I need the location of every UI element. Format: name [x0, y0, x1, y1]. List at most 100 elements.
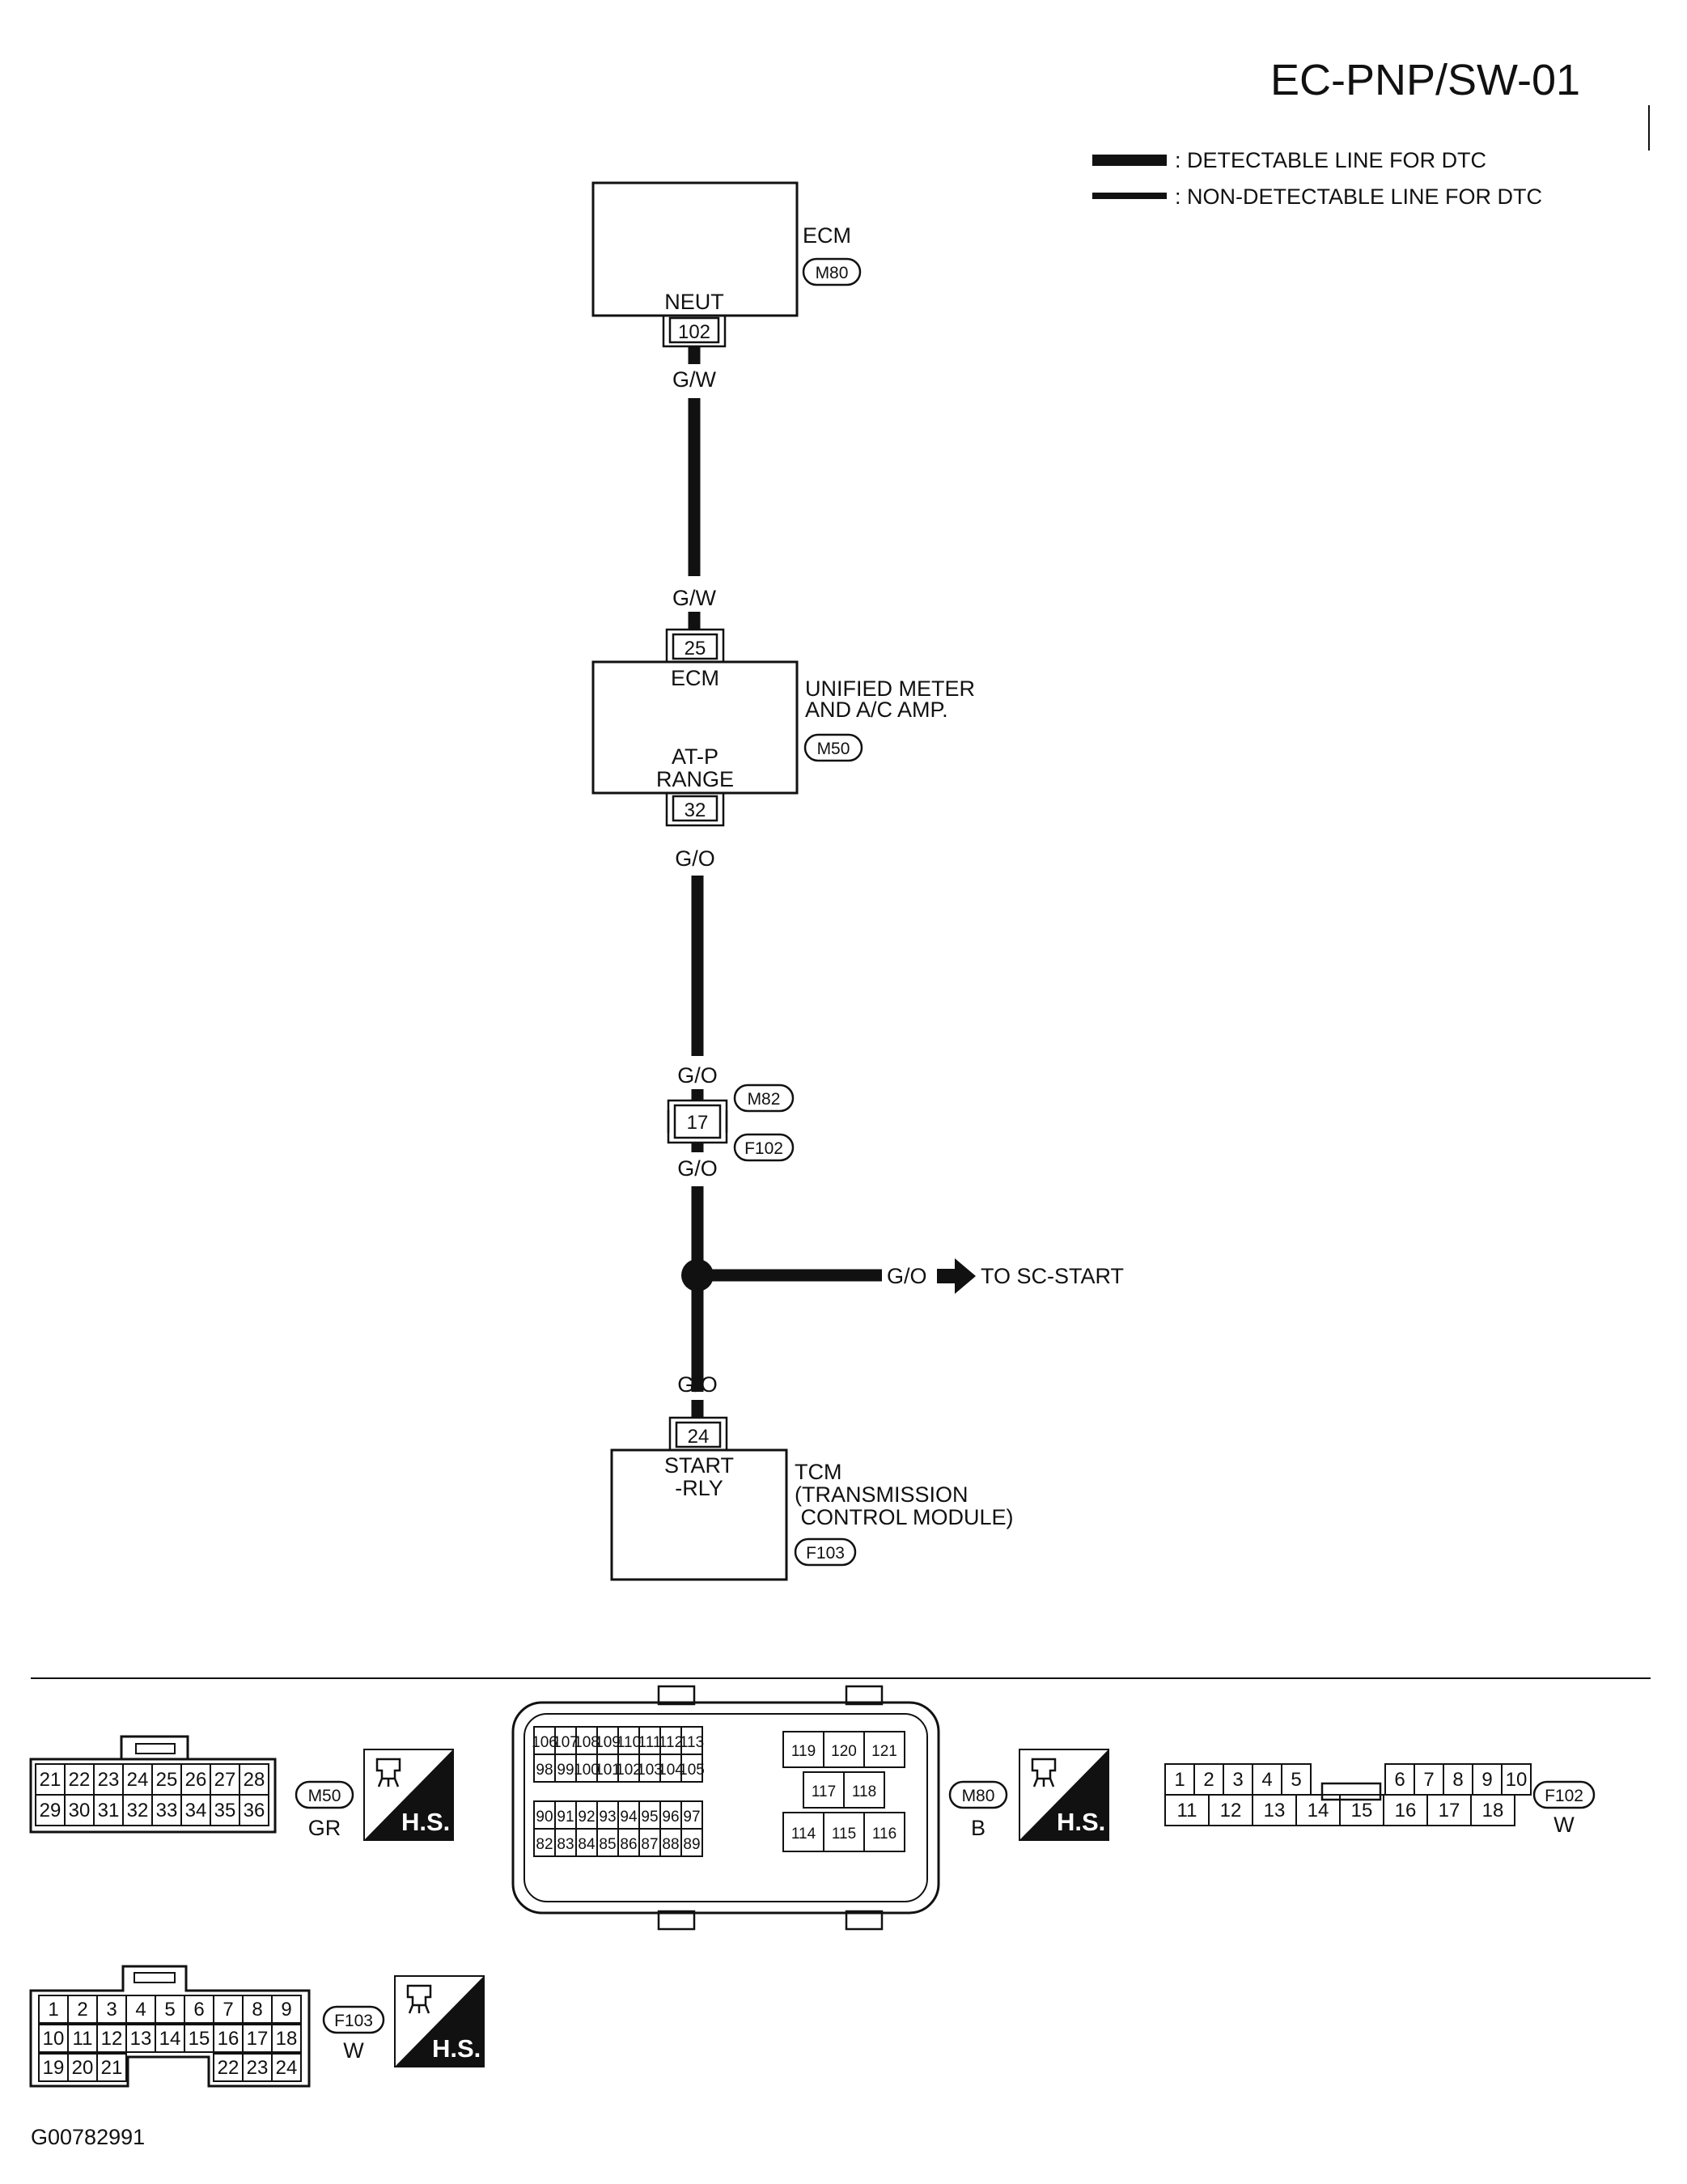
- tcm-pin-24: 24: [688, 1426, 710, 1448]
- m50-pin-29: 29: [40, 1800, 61, 1821]
- f103-pin-12: 12: [101, 2028, 123, 2050]
- wire2-color-bottom: G/O: [677, 1063, 718, 1088]
- m80-pin-116-cell: [863, 1812, 905, 1852]
- m80-latch-top-left: [657, 1685, 696, 1706]
- f102-pin-3: 3: [1232, 1769, 1243, 1791]
- m80-id: M80: [962, 1787, 995, 1805]
- f103-pin-21-cell: [96, 2053, 127, 2082]
- ecm-label: ECM: [803, 223, 851, 248]
- f103-pin-24-cell: [271, 2053, 302, 2082]
- f102-pin-1: 1: [1174, 1769, 1185, 1791]
- joint-connector-badge-bottom: [733, 1133, 795, 1162]
- f102-pin-7: 7: [1423, 1769, 1434, 1791]
- m50-pin-23: 23: [98, 1769, 120, 1791]
- f103-pin-3: 3: [106, 1999, 117, 2021]
- meter-box: [591, 660, 799, 795]
- tcm-terminal-label-2: -RLY: [675, 1476, 723, 1500]
- ecm-pin-box: [668, 316, 720, 344]
- wire4-color: G/O: [677, 1372, 718, 1397]
- f103-pin-14: 14: [159, 2028, 181, 2050]
- f103-pin-1: 1: [48, 1999, 58, 2021]
- f102-color: W: [1553, 1813, 1575, 1837]
- ecm-component: ECM M80 NEUT 102: [591, 181, 862, 348]
- m50-hs-label: H.S.: [401, 1808, 450, 1836]
- f103-pin-16: 16: [218, 2028, 239, 2050]
- m50-housing: [29, 1758, 277, 1834]
- m80-latch-top-right: [845, 1685, 884, 1706]
- m80-pin-90: 90: [536, 1809, 553, 1826]
- f103-pin-2: 2: [77, 1999, 87, 2021]
- f103-pin-19: 19: [43, 2057, 65, 2079]
- meter-connector-badge: [803, 733, 863, 762]
- m80-housing-outer: [511, 1701, 940, 1915]
- meter-bottom-terminal-label-2: RANGE: [656, 767, 734, 791]
- m80-pin-96: 96: [662, 1809, 679, 1826]
- f103-pin-22: 22: [218, 2057, 239, 2079]
- m80-pin-100: 100: [574, 1762, 600, 1779]
- tcm-terminal-label-1: START: [664, 1453, 734, 1478]
- f103-id-badge: [322, 2005, 385, 2034]
- f103-hs-icon: H.S.: [394, 1975, 485, 2067]
- meter-pin-32: 32: [685, 799, 706, 821]
- f103-pin-18-cell: [271, 2024, 302, 2053]
- m80-pin-103: 103: [637, 1762, 663, 1779]
- m50-pin-26: 26: [185, 1769, 207, 1791]
- f103-pin-5: 5: [164, 1999, 175, 2021]
- m80-pin-83: 83: [557, 1836, 574, 1853]
- m80-pin-108: 108: [574, 1734, 600, 1751]
- m80-pin-113: 113: [680, 1734, 704, 1751]
- m80-pin-118: 118: [852, 1783, 876, 1800]
- m80-pin-107: 107: [553, 1734, 579, 1751]
- m80-pin-121-cell: [863, 1731, 905, 1768]
- f103-pin-18: 18: [276, 2028, 298, 2050]
- m80-pin-93: 93: [599, 1809, 616, 1826]
- f103-latch-slot: [134, 1972, 176, 1983]
- page-title: EC-PNP/SW-01: [1270, 56, 1580, 104]
- m80-color: B: [971, 1816, 985, 1840]
- unified-meter-component: 25 ECM AT-P RANGE UNIFIED METER AND A/C …: [591, 628, 975, 827]
- non-detectable-line-swatch: [1092, 193, 1167, 199]
- tcm-component: 24 START -RLY TCM (TRANSMISSION CONTROL …: [610, 1416, 1014, 1581]
- f103-housing: [29, 1965, 311, 2088]
- ecm-box: [591, 181, 799, 317]
- figure-code: G00782991: [31, 2125, 145, 2149]
- joint-connector: 17 M82 F102: [667, 1084, 795, 1162]
- f102-pin-17: 17: [1439, 1800, 1460, 1821]
- f103-pin-8: 8: [252, 1999, 262, 2021]
- wire1-color-bottom: G/W: [672, 586, 717, 610]
- branch-target-label: TO SC-START: [981, 1264, 1124, 1288]
- m80-pin-116: 116: [872, 1826, 896, 1843]
- m50-pin-33: 33: [156, 1800, 178, 1821]
- m80-housing-inner: [523, 1713, 928, 1902]
- f103-pin-9-cell: [271, 1995, 302, 2024]
- m50-pin-32: 32: [127, 1800, 149, 1821]
- f103-pin-24: 24: [276, 2057, 298, 2079]
- tcm-name-line3: CONTROL MODULE): [795, 1505, 1014, 1529]
- tcm-pin-bracket: [668, 1416, 728, 1450]
- meter-bottom-terminal-label-1: AT-P: [672, 744, 718, 769]
- f103-pin-4: 4: [135, 1999, 146, 2021]
- m80-pin-98: 98: [536, 1762, 553, 1779]
- m80-pin-106: 106: [532, 1734, 557, 1751]
- m80-pin-121: 121: [871, 1743, 897, 1760]
- f102-pin-10-cell: [1501, 1763, 1532, 1796]
- f102-pin-11: 11: [1177, 1800, 1197, 1821]
- m50-hs-icon: H.S.: [363, 1749, 454, 1841]
- m80-pin-89-cell: [680, 1828, 703, 1857]
- f102-pin-2: 2: [1203, 1769, 1214, 1791]
- joint-pin-box: [673, 1104, 722, 1139]
- meter-name-line1: UNIFIED METER: [805, 676, 975, 701]
- joint-connector-badge-top: [733, 1084, 795, 1113]
- m80-pin-118-cell: [843, 1771, 885, 1809]
- m80-pin-97: 97: [683, 1809, 700, 1826]
- wire3-color: G/O: [677, 1156, 718, 1181]
- m50-pin-35: 35: [214, 1800, 236, 1821]
- legend: : DETECTABLE LINE FOR DTC : NON-DETECTAB…: [1092, 148, 1542, 209]
- f103-pin-11: 11: [73, 2028, 93, 2050]
- f102-pin-16: 16: [1395, 1800, 1417, 1821]
